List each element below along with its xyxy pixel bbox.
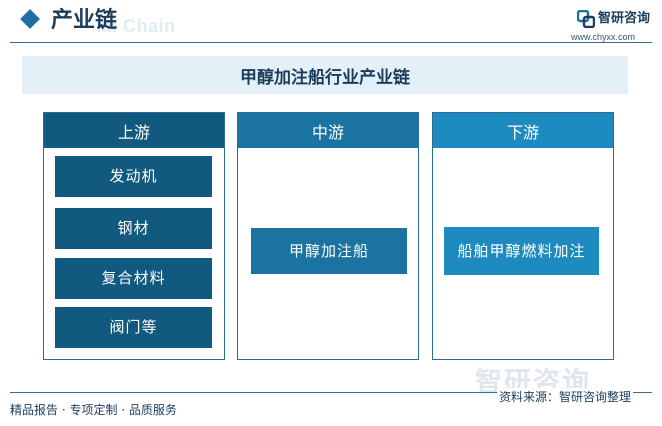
brand-logo-icon: [576, 9, 596, 29]
brand-logo: 智研咨询: [576, 9, 651, 29]
brand-url: www.chyxx.com: [571, 32, 636, 42]
upstream-item: 阀门等: [55, 307, 212, 348]
column-upstream: 上游 发动机 钢材 复合材料 阀门等: [43, 112, 225, 360]
upstream-item: 钢材: [55, 208, 212, 249]
diagram-title-band: 甲醇加注船行业产业链: [22, 56, 628, 94]
page-title: 产业链: [51, 8, 118, 33]
column-upstream-header: 上游: [44, 113, 224, 148]
column-midstream-header: 中游: [238, 113, 418, 148]
source-note: 资料来源：智研咨询整理: [497, 388, 634, 405]
upstream-item: 复合材料: [55, 258, 212, 299]
header-divider: [10, 42, 652, 43]
header-diamond-icon: [20, 9, 40, 29]
midstream-item: 甲醇加注船: [251, 228, 407, 274]
footer-slogan: 精品报告 · 专项定制 · 品质服务: [10, 403, 177, 417]
footer-divider: [10, 392, 652, 393]
upstream-item: 发动机: [55, 156, 212, 197]
column-downstream: 下游 船舶甲醇燃料加注: [432, 112, 614, 360]
downstream-item: 船舶甲醇燃料加注: [444, 227, 599, 275]
header-watermark: ial Chain: [96, 16, 176, 36]
column-midstream: 中游 甲醇加注船: [237, 112, 419, 360]
brand-name: 智研咨询: [598, 11, 651, 26]
diagram-title: 甲醇加注船行业产业链: [240, 67, 410, 88]
column-downstream-header: 下游: [433, 113, 613, 148]
